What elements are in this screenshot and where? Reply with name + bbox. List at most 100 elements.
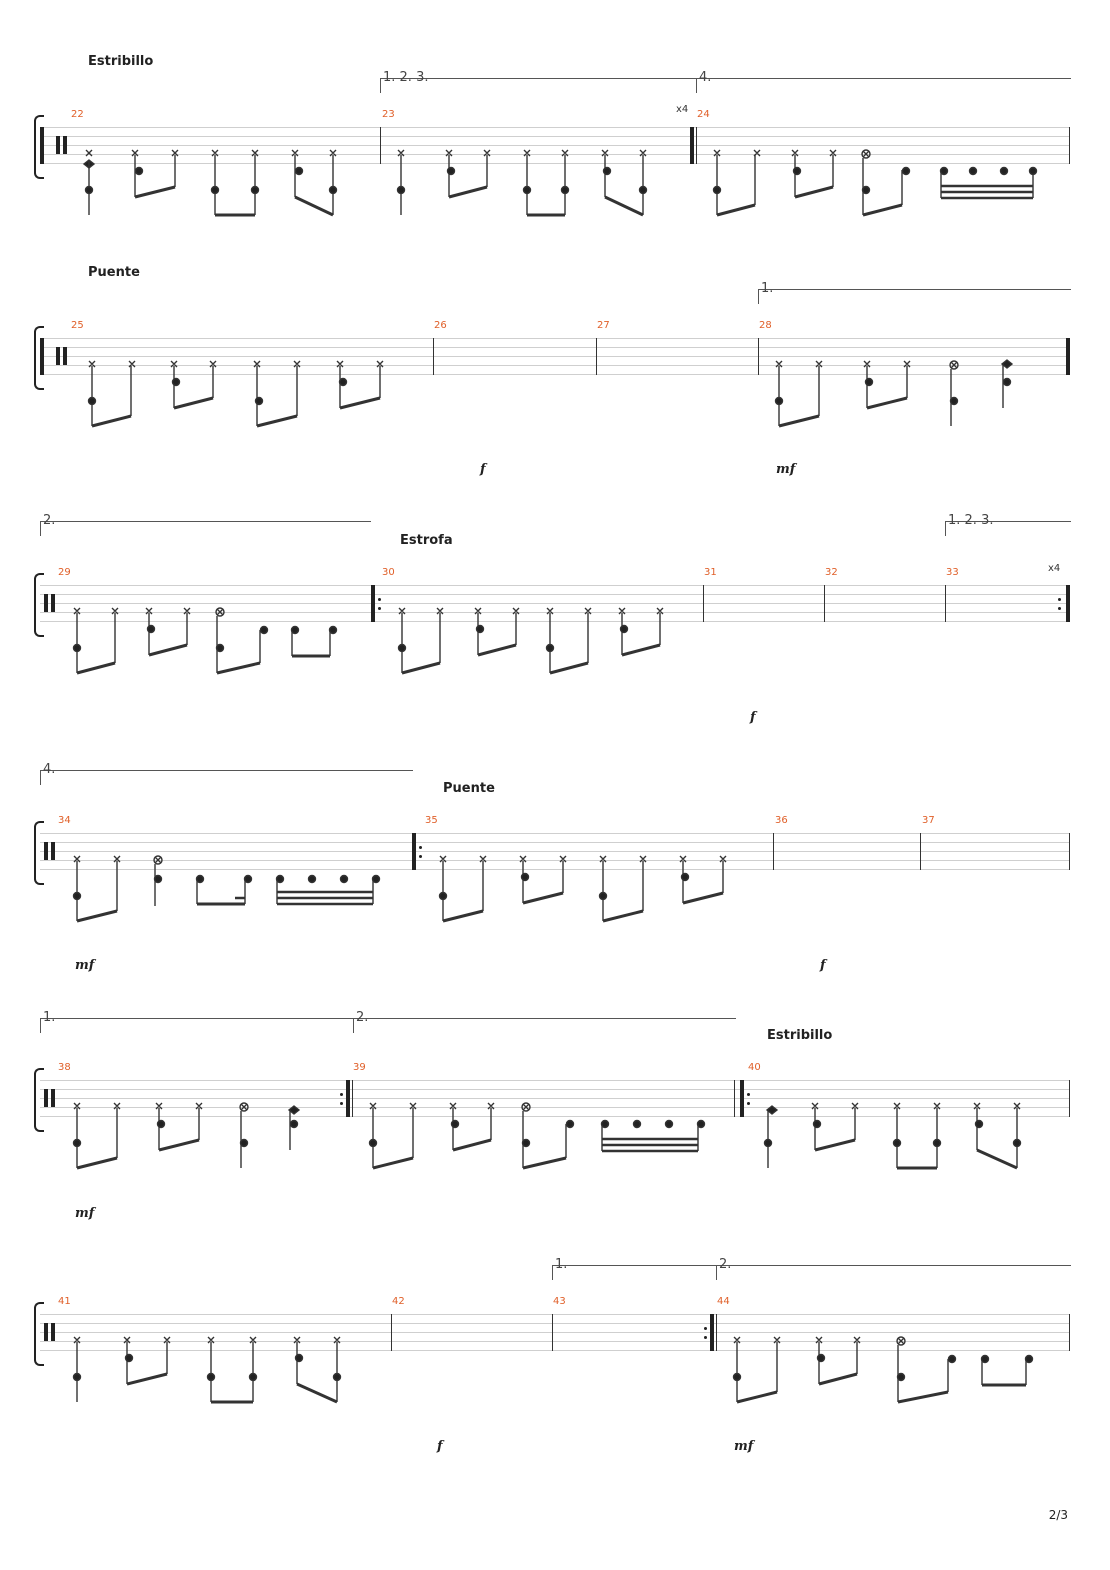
measure-number: 44 [717,1296,730,1307]
barline [1069,833,1070,870]
measure-number: 43 [553,1296,566,1307]
dynamic-marking: f [437,1439,443,1454]
barline [596,338,597,375]
percussion-clef [56,347,60,365]
measure-number: 33 [946,567,959,578]
page-number: 2/3 [1048,1508,1068,1522]
repeat-dot [340,1102,343,1105]
percussion-clef [51,1323,55,1341]
repeat-dot [378,607,381,610]
volta-bracket: 4. [40,762,413,785]
barline [773,833,774,870]
notation [87,359,1014,428]
section-label: Estribillo [88,54,154,69]
volta-bracket: 2. [716,1257,1071,1280]
barline [1069,1080,1070,1117]
percussion-clef [44,1323,48,1341]
staff-brace [34,821,44,885]
barline [758,338,759,375]
repeat-end-barline [1066,338,1070,375]
barline [696,127,697,164]
dynamic-marking: mf [776,462,796,477]
barline [703,585,704,622]
measure-number: 39 [353,1062,366,1073]
measure-number: 32 [825,567,838,578]
section-label: Puente [88,265,140,280]
barline [433,338,434,375]
dynamic-marking: f [820,958,826,973]
measure-number: 27 [597,320,610,331]
staff-brace [34,1068,44,1132]
volta-bracket: 1. 2. 3. [945,513,1071,536]
section-label: Puente [443,781,495,796]
staff [40,1314,1070,1352]
barline [920,833,921,870]
dynamic-marking: mf [734,1439,754,1454]
measure-number: 26 [434,320,447,331]
volta-bracket: 1. [758,281,1071,304]
measure-number: 22 [71,109,84,120]
repeat-start-barline [412,833,416,870]
measure-number: 38 [58,1062,71,1073]
volta-bracket: 2. [353,1010,736,1033]
staff-brace [34,1302,44,1366]
repeat-dot [704,1327,707,1330]
repeat-end-barline [1066,585,1070,622]
repeat-dot [704,1336,707,1339]
percussion-clef [44,1089,48,1107]
barline [734,1080,735,1117]
notation [82,149,1038,217]
notation [72,1336,1034,1404]
percussion-clef [44,594,48,612]
barline [824,585,825,622]
measure-number: 28 [759,320,772,331]
repeat-dot [747,1102,750,1105]
repeat-dot [419,855,422,858]
repeat-dot [378,598,381,601]
measure-number: 35 [425,815,438,826]
repeat-start-barline [40,338,44,375]
staff-brace [34,326,44,390]
repeat-count: x4 [1048,563,1061,574]
notation [72,855,727,923]
repeat-dot [1058,607,1061,610]
staff-brace [34,573,44,637]
repeat-count: x4 [676,104,689,115]
repeat-dot [340,1093,343,1096]
barline [945,585,946,622]
measure-number: 42 [392,1296,405,1307]
dynamic-marking: f [480,462,486,477]
percussion-clef [51,1089,55,1107]
barline [552,1314,553,1351]
staff [40,338,1070,376]
repeat-end-barline [346,1080,350,1117]
staff [40,1080,1070,1118]
repeat-start-barline [371,585,375,622]
measure-number: 36 [775,815,788,826]
repeat-end-barline [690,127,694,164]
percussion-clef [63,136,67,154]
repeat-dot [419,846,422,849]
staff [40,585,1070,623]
measure-number: 23 [382,109,395,120]
repeat-start-barline [40,127,44,164]
staff [40,833,1070,871]
barline [352,1080,353,1117]
measure-number: 25 [71,320,84,331]
measure-number: 30 [382,567,395,578]
volta-bracket: 1. [40,1010,354,1033]
section-label: Estrofa [400,533,453,548]
measure-number: 24 [697,109,710,120]
measure-number: 37 [922,815,935,826]
repeat-dot [747,1093,750,1096]
dynamic-marking: mf [75,1206,95,1221]
measure-number: 31 [704,567,717,578]
repeat-start-barline [740,1080,744,1117]
barline [1069,1314,1070,1351]
volta-bracket: 4. [696,70,1071,93]
percussion-clef [63,347,67,365]
section-label: Estribillo [767,1028,833,1043]
barline [380,127,381,164]
measure-number: 29 [58,567,71,578]
staff-brace [34,115,44,179]
